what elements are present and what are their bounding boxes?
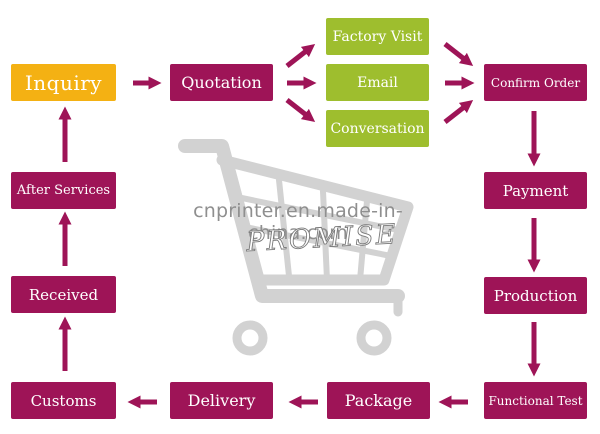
step-delivery: Delivery [170,382,273,419]
option-email: Email [326,64,429,101]
step-functional-test: Functional Test [484,382,587,419]
option-factory-visit: Factory Visit [326,18,429,55]
step-inquiry: Inquiry [11,64,116,101]
step-received: Received [11,276,116,313]
option-conversation: Conversation [326,110,429,147]
step-production: Production [484,277,587,314]
step-customs: Customs [11,382,116,419]
step-payment: Payment [484,172,587,209]
step-after-services: After Services [11,172,116,209]
watermark-site-text: cnprinter.en.made-in-china.com [193,200,403,244]
arrow-icon [443,99,474,124]
step-quotation: Quotation [170,64,273,101]
step-confirm-order: Confirm Order [484,64,587,101]
promise-logo-text: PROMISE [245,219,399,258]
arrow-icon [443,42,474,67]
arrow-icon [285,98,316,123]
arrow-icon [285,43,316,68]
step-package: Package [327,382,430,419]
